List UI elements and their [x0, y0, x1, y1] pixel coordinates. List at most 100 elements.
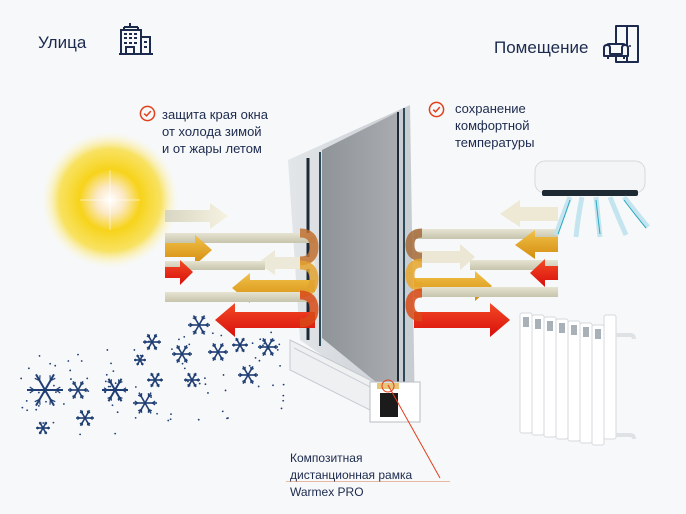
snow-dot — [148, 340, 150, 342]
snow-dot — [152, 341, 154, 343]
snowflake — [172, 345, 192, 362]
snowflake — [147, 373, 163, 387]
snow-dot — [38, 392, 40, 394]
snow-dot — [87, 390, 89, 392]
outside-label: Улица — [38, 33, 86, 53]
snow-dot — [21, 407, 23, 409]
snow-dot — [105, 380, 107, 382]
spacer-label-line: Композитная — [290, 450, 412, 467]
snow-dot — [267, 348, 269, 350]
snow-dot — [28, 367, 30, 369]
spacer-label-line: Warmex PRO — [290, 484, 412, 501]
snow-dot — [207, 392, 209, 394]
snow-dot — [106, 349, 108, 351]
snow-dot — [112, 370, 114, 372]
check-circle-icon — [428, 101, 445, 118]
snow-dot — [198, 419, 200, 421]
snowflake — [133, 393, 157, 414]
snow-dot — [188, 343, 190, 345]
snow-dot — [112, 404, 114, 406]
snow-dot — [114, 433, 116, 435]
callout-line: защита края окна — [162, 106, 268, 123]
snow-dot — [223, 374, 225, 376]
snow-dot — [170, 413, 172, 415]
snow-dot — [20, 378, 22, 380]
callout-line: сохранение — [455, 100, 534, 117]
spacer-label: Композитная дистанционная рамка Warmex P… — [290, 450, 412, 501]
snowflake — [76, 410, 94, 426]
snow-dot — [182, 363, 184, 365]
right-callout-text: сохранение комфортной температуры — [455, 100, 534, 151]
snow-dot — [170, 418, 172, 420]
snow-dot — [35, 409, 37, 411]
radiator-illustration — [515, 295, 640, 455]
snow-dot — [49, 363, 51, 365]
snow-dot — [67, 360, 69, 362]
snow-dot — [26, 400, 28, 402]
snow-dot — [156, 413, 158, 415]
callout-line: комфортной — [455, 117, 534, 134]
snow-dot — [263, 343, 265, 345]
snow-dot — [185, 359, 187, 361]
snow-dot — [53, 385, 55, 387]
snow-dot — [45, 401, 47, 403]
snow-dot — [135, 417, 137, 419]
snow-dot — [63, 403, 65, 405]
snow-dot — [135, 386, 137, 388]
snow-dot — [115, 382, 117, 384]
building-icon — [118, 22, 156, 56]
snow-dot — [199, 383, 201, 385]
snow-dot — [42, 422, 44, 424]
check-circle-icon — [139, 105, 156, 122]
snow-dot — [108, 386, 110, 388]
snow-dot — [249, 365, 251, 367]
snowflake — [68, 381, 88, 398]
snow-dot — [26, 409, 28, 411]
snow-dot — [140, 355, 142, 357]
left-heat-arrows — [150, 195, 330, 340]
snowflake — [27, 374, 63, 405]
snow-dot — [139, 359, 141, 361]
inside-label: Помещение — [494, 38, 588, 58]
snow-dot — [86, 378, 88, 380]
snow-dot — [39, 355, 41, 357]
snowflake — [208, 343, 228, 360]
spacer-label-line: дистанционная рамка — [290, 467, 412, 484]
snow-dot — [81, 360, 83, 362]
snow-dot — [205, 383, 207, 385]
snow-dot — [53, 422, 55, 424]
air-conditioner-illustration — [530, 155, 680, 245]
snow-dot — [184, 367, 186, 369]
snow-dot — [258, 386, 260, 388]
snow-dot — [262, 344, 264, 346]
snow-dot — [222, 410, 224, 412]
snow-dot — [150, 396, 152, 398]
snow-dot — [55, 391, 57, 393]
snowflake — [238, 366, 258, 383]
snow-dot — [133, 349, 135, 351]
snow-dot — [104, 391, 106, 393]
snow-dot — [106, 374, 108, 376]
snow-dot — [272, 384, 274, 386]
snow-dot — [70, 378, 72, 380]
snowflake — [258, 338, 278, 355]
snow-dot — [226, 418, 228, 420]
snow-dot — [44, 391, 46, 393]
snow-dot — [277, 349, 279, 351]
snow-dot — [255, 357, 257, 359]
snow-dot — [187, 381, 189, 383]
snow-dot — [110, 362, 112, 364]
snow-dot — [118, 398, 120, 400]
sofa-wardrobe-icon — [602, 24, 642, 64]
snow-dot — [171, 348, 173, 350]
snow-dot — [117, 411, 119, 413]
snow-dot — [54, 365, 56, 367]
callout-line: температуры — [455, 134, 534, 151]
snow-dot — [77, 354, 79, 356]
snowflake — [232, 338, 248, 352]
snow-dot — [225, 390, 227, 392]
snow-dot — [204, 377, 206, 379]
snow-dot — [69, 370, 71, 372]
snow-dot — [79, 433, 81, 435]
snow-dot — [167, 420, 169, 422]
